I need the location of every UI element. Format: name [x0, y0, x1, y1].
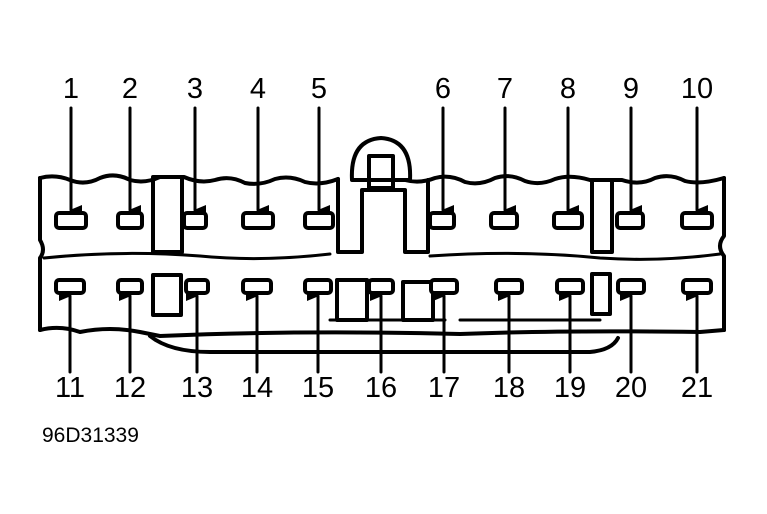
pin-label-6: 6	[435, 73, 451, 105]
pin-label-2: 2	[122, 73, 138, 105]
pin-label-18: 18	[493, 372, 525, 404]
pin-label-1: 1	[63, 73, 79, 105]
pin-label-7: 7	[497, 73, 513, 105]
figure-id: 96D31339	[42, 424, 139, 447]
top-leader-arrows	[69, 106, 708, 215]
pin-label-20: 20	[615, 372, 647, 404]
pin-label-4: 4	[250, 73, 266, 105]
pin-label-14: 14	[241, 372, 273, 404]
top-pin-labels: 1 2 3 4 5 6 7 8 9 10	[63, 73, 713, 105]
pin-label-15: 15	[302, 372, 334, 404]
pin-label-9: 9	[623, 73, 639, 105]
connector-latch	[336, 136, 430, 254]
pin-label-13: 13	[181, 372, 213, 404]
pin-label-5: 5	[311, 73, 327, 105]
bottom-cavities	[54, 278, 713, 295]
pin-label-17: 17	[428, 372, 460, 404]
pin-label-8: 8	[560, 73, 576, 105]
bottom-leader-arrows	[59, 291, 699, 374]
pin-label-11: 11	[55, 372, 85, 404]
pin-label-16: 16	[365, 372, 397, 404]
keying-slots	[151, 175, 614, 322]
top-cavities	[54, 211, 714, 230]
pin-label-21: 21	[681, 372, 713, 404]
pin-label-12: 12	[114, 372, 146, 404]
bottom-pin-labels: 11 12 13 14 15 16 17 18 19 20 21	[55, 372, 713, 404]
pin-label-19: 19	[554, 372, 586, 404]
pin-label-10: 10	[681, 73, 713, 105]
pin-label-3: 3	[187, 73, 203, 105]
